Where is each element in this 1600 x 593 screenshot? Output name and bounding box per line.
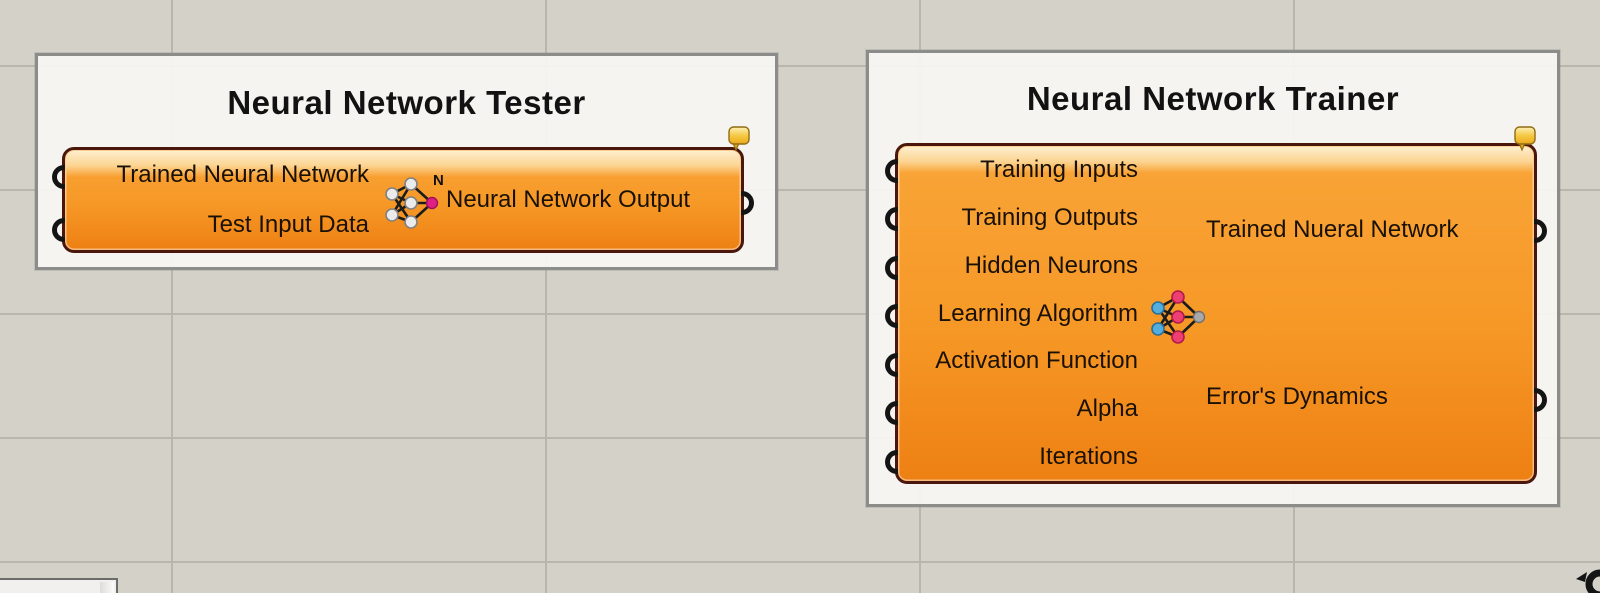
group-title-tester: Neural Network Tester <box>227 84 586 121</box>
group-title-trainer: Neural Network Trainer <box>1026 80 1400 117</box>
input-row[interactable]: Trained Neural Network <box>73 150 369 200</box>
output-param-label: Error's Dynamics <box>1206 383 1388 411</box>
input-row[interactable]: Iterations <box>910 433 1138 481</box>
output-param-label: Trained Nueral Network <box>1206 215 1459 243</box>
input-grip[interactable] <box>52 218 65 242</box>
output-row[interactable]: Error's Dynamics <box>1206 314 1530 482</box>
balloon-tag-icon[interactable] <box>1514 126 1537 153</box>
input-row[interactable]: Training Outputs <box>910 194 1138 242</box>
input-grip[interactable] <box>52 165 65 189</box>
grid-line <box>0 65 1600 67</box>
toolbox-highlight <box>100 582 114 593</box>
neural-network-color-icon <box>1148 286 1208 348</box>
grid-line <box>0 437 1600 439</box>
input-param-label: Iterations <box>1039 443 1138 471</box>
input-grip[interactable] <box>885 207 898 231</box>
input-row[interactable]: Activation Function <box>910 337 1138 385</box>
input-grip[interactable] <box>885 450 898 474</box>
neural-network-n-icon: N <box>381 170 445 234</box>
input-param-label: Test Input Data <box>207 211 369 238</box>
input-param-label: Training Outputs <box>961 203 1138 231</box>
input-row[interactable]: Alpha <box>910 385 1138 433</box>
input-param-label: Activation Function <box>935 347 1138 375</box>
grid-line <box>0 313 1600 315</box>
input-param-label: Learning Algorithm <box>937 299 1138 327</box>
input-row[interactable]: Training Inputs <box>910 146 1138 194</box>
output-param-label: Neural Network Output <box>446 186 691 213</box>
input-row[interactable]: Learning Algorithm <box>910 290 1138 338</box>
grid-line <box>171 0 173 593</box>
component-capsule-trainer[interactable]: Training Inputs Training Outputs Hidden … <box>885 143 1547 484</box>
input-grip[interactable] <box>885 353 898 377</box>
input-param-label: Alpha <box>1076 395 1138 423</box>
canvas-toolbox-panel[interactable] <box>0 578 118 593</box>
input-grip[interactable] <box>885 304 898 328</box>
input-row[interactable]: Test Input Data <box>73 200 369 250</box>
svg-text:N: N <box>433 172 444 189</box>
output-grip[interactable] <box>741 191 754 215</box>
output-grip[interactable] <box>1534 219 1547 243</box>
input-grip[interactable] <box>885 159 898 183</box>
grid-line <box>0 189 1600 191</box>
output-grip[interactable] <box>1534 388 1547 412</box>
group-panel-tester[interactable]: Neural Network Tester Trained Neural Net… <box>35 53 778 270</box>
output-row[interactable]: Trained Nueral Network <box>1206 146 1530 314</box>
output-row[interactable]: Neural Network Output <box>446 150 740 250</box>
input-param-label: Hidden Neurons <box>964 251 1138 279</box>
group-panel-trainer[interactable]: Neural Network Trainer Training Inputs T… <box>866 50 1560 507</box>
grid-line <box>545 0 547 593</box>
sketch-cursor-icon <box>1576 565 1600 593</box>
input-grip[interactable] <box>885 401 898 425</box>
component-capsule-tester[interactable]: Trained Neural Network Test Input Data <box>52 147 754 253</box>
balloon-tag-icon[interactable] <box>728 126 751 153</box>
input-row[interactable]: Hidden Neurons <box>910 242 1138 290</box>
input-grip[interactable] <box>885 256 898 280</box>
input-param-label: Trained Neural Network <box>116 161 369 188</box>
grid-line <box>0 561 1600 563</box>
input-param-label: Training Inputs <box>980 155 1138 183</box>
